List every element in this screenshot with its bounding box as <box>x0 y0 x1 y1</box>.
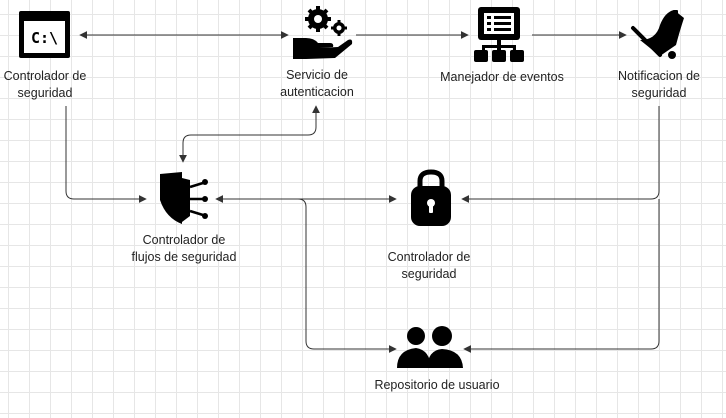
edge-controlador-flujos <box>65 106 147 203</box>
padlock-icon <box>411 169 451 226</box>
node-controlador-seguridad-mid-label: Controlador de seguridad <box>387 250 471 281</box>
edge-notificacion-controlador-mid <box>461 106 660 203</box>
node-manejador-eventos-label: Manejador de eventos <box>440 70 564 84</box>
edge-servicio-flujos <box>179 105 320 163</box>
edge-notificacion-repositorio <box>463 199 660 353</box>
node-notificacion-seguridad-label: Notificacion de seguridad <box>618 69 700 100</box>
edge-flujos-repositorio <box>216 198 397 353</box>
terminal-glyph: C:\ <box>31 29 58 47</box>
terminal-icon: C:\ <box>19 11 70 58</box>
node-controlador-flujos-label: Controlador de flujos de seguridad <box>131 233 237 264</box>
users-icon <box>397 326 463 368</box>
shield-flows-icon <box>160 172 208 224</box>
node-repositorio-usuario-label: Repositorio de usuario <box>374 378 500 392</box>
event-network-icon <box>474 7 524 62</box>
node-servicio-autenticacion-label: Servicio de autenticacion <box>280 68 354 99</box>
bell-slash-icon <box>631 10 684 59</box>
hand-gears-icon <box>293 6 353 59</box>
node-controlador-seguridad-top-label: Controlador de seguridad <box>3 69 87 100</box>
